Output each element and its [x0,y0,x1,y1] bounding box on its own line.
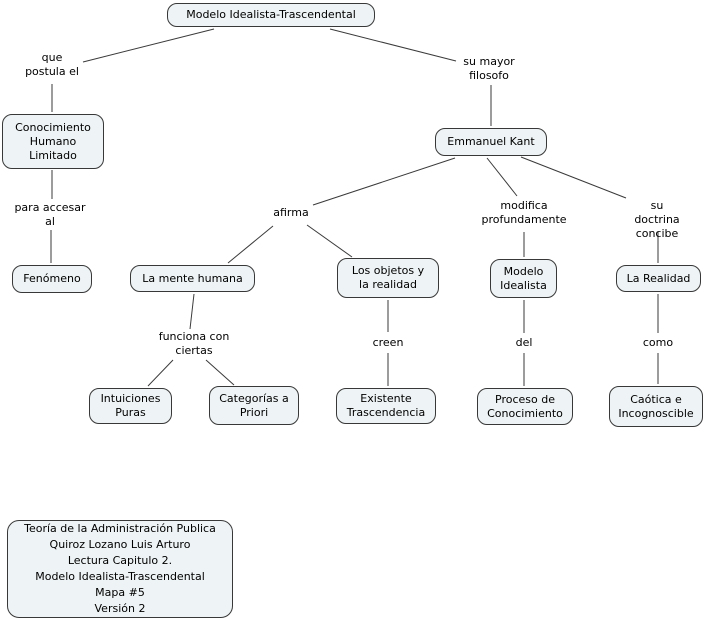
connector-line [147,359,174,387]
linking-phrase-su-doctrina-concibe[interactable]: su doctrina concibe [634,199,680,240]
linking-phrase-creen[interactable]: creen [372,336,404,349]
linking-phrase-modifica-profundamente[interactable]: modifica profundamente [481,199,567,226]
linking-phrase-del[interactable]: del [515,336,533,349]
linking-phrase-que-postula-el[interactable]: que postula el [25,51,79,78]
connector-line [205,359,235,386]
connector-line [306,224,353,258]
concept-modelo-idealista-trascendental[interactable]: Modelo Idealista-Trascendental [167,3,375,27]
concept-caotica-e-incognoscible[interactable]: Caótica e Incognoscible [609,386,703,427]
concept-emmanuel-kant[interactable]: Emmanuel Kant [435,128,547,156]
concept-proceso-de-conocimiento[interactable]: Proceso de Conocimiento [477,388,573,425]
concept-existente-trascendencia[interactable]: Existente Trascendencia [336,388,436,424]
linking-phrase-su-mayor-filosofo[interactable]: su mayor filosofo [463,55,515,82]
connector-line [312,157,456,206]
connector-line [227,225,274,264]
info-line-map-number: Mapa #5 [95,586,145,599]
info-line-lecture: Lectura Capitulo 2. [67,554,173,567]
connector-line [82,28,215,63]
connector-line [189,293,195,330]
connector-line [329,28,457,62]
linking-phrase-para-accesar-al[interactable]: para accesar al [14,201,86,228]
concept-los-objetos-y-la-realidad[interactable]: Los objetos y la realidad [337,258,439,298]
connector-line [486,157,518,197]
concept-modelo-idealista[interactable]: Modelo Idealista [490,259,557,298]
concept-la-mente-humana[interactable]: La mente humana [130,265,255,292]
info-line-version: Versión 2 [94,602,146,615]
info-line-topic: Modelo Idealista-Trascendental [35,570,205,583]
concept-conocimiento-humano-limitado[interactable]: Conocimiento Humano Limitado [2,114,104,169]
info-line-author: Quiroz Lozano Luis Arturo [49,538,191,551]
linking-phrase-afirma[interactable]: afirma [273,206,309,219]
concept-categorias-a-priori[interactable]: Categorías a Priori [209,386,299,425]
info-line-course: Teoría de la Administración Publica [24,522,216,535]
linking-phrase-funciona-con-ciertas[interactable]: funciona con ciertas [158,330,230,357]
concept-fenomeno[interactable]: Fenómeno [12,265,92,293]
concept-intuiciones-puras[interactable]: Intuiciones Puras [89,388,172,424]
map-info-box[interactable]: Teoría de la Administración Publica Quir… [7,520,233,618]
linking-phrase-como[interactable]: como [642,336,674,349]
concept-la-realidad[interactable]: La Realidad [616,265,701,292]
connector-line [520,156,627,199]
